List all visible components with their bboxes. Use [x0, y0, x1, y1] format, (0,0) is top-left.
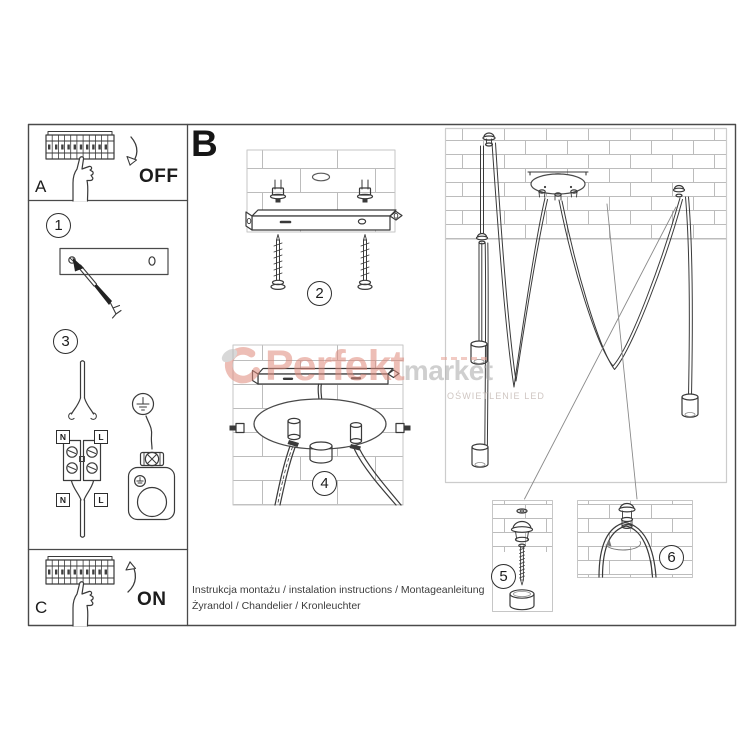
panel-c-state-on: ON: [137, 589, 167, 610]
pendant-lamp: [681, 393, 699, 418]
lamp-holder-ground-lug: [127, 451, 176, 521]
footer-instructions: Instrukcja montażu / instalation instruc…: [192, 583, 484, 614]
breaker-off-icon: [45, 130, 138, 202]
pendant-lamp: [470, 340, 488, 365]
panel-a-label: A: [35, 177, 47, 196]
detail-panel-5: [492, 500, 553, 612]
section-b-label: B: [191, 123, 218, 164]
ceiling-hook-icon: [672, 184, 686, 198]
footer-line-2: Żyrandol / Chandelier / Kronleuchter: [192, 599, 361, 612]
hook-anchor-icon: [510, 520, 534, 543]
mounting-screw-icon: [270, 234, 286, 290]
pendant-cable: [478, 142, 693, 446]
ceiling-hook-icon: [618, 502, 636, 529]
breaker-on-icon: [45, 555, 137, 627]
wall-anchor-icon: [356, 179, 374, 203]
bar-hole: [148, 256, 156, 266]
step-2-number: 2: [307, 281, 332, 306]
arrow-down-icon: [126, 155, 138, 166]
center-cup: [309, 441, 333, 464]
sheet-frame: [27, 123, 737, 627]
step-5-number: 5: [491, 564, 516, 589]
wall-anchor-icon: [269, 179, 287, 203]
screwdriver-icon: [72, 257, 122, 319]
earth-symbol-icon: [131, 392, 155, 416]
pendant-lamp: [471, 443, 489, 468]
ceiling-canopy: [527, 171, 589, 201]
terminal-label-l: L: [94, 430, 108, 444]
side-screw-icon: [229, 422, 245, 434]
cable-over-hook: [598, 521, 657, 578]
ground-wire: [145, 415, 153, 450]
leader-line: [524, 203, 677, 500]
cup-shade-icon: [509, 589, 535, 611]
terminal-label-l: L: [94, 493, 108, 507]
pendant-cable: [274, 445, 402, 506]
terminal-block: [62, 439, 82, 482]
step-6-number: 6: [659, 545, 684, 570]
cable-gland: [287, 417, 301, 447]
step-1-number: 1: [46, 213, 71, 238]
mounting-bar: [251, 367, 400, 385]
footer-line-1: Instrukcja montażu / instalation instruc…: [192, 584, 485, 596]
mounting-screw-icon: [357, 234, 373, 290]
step2-ceiling-mounting: [245, 149, 403, 290]
rotation-arrow-icon: [605, 539, 642, 551]
terminal-label-n: N: [56, 493, 70, 507]
side-screw-icon: [395, 422, 411, 434]
step3-wiring-diagram: [62, 360, 176, 538]
terminal-label-n: N: [56, 430, 70, 444]
anchor-screw-icon: [518, 543, 526, 586]
main-chandelier-illustration: [444, 127, 728, 500]
step-4-number: 4: [312, 471, 337, 496]
panel-c-label: C: [35, 598, 48, 617]
ceiling-hook-icon: [482, 132, 496, 147]
step1-mounting-bar: [59, 247, 169, 319]
panel-a-state-off: OFF: [139, 166, 179, 187]
mounting-bar: [245, 209, 403, 231]
washer-icon: [516, 508, 528, 514]
step-3-number: 3: [53, 329, 78, 354]
cable-gland: [349, 422, 363, 451]
arrow-up-icon: [125, 561, 137, 571]
terminal-block: [82, 439, 102, 482]
